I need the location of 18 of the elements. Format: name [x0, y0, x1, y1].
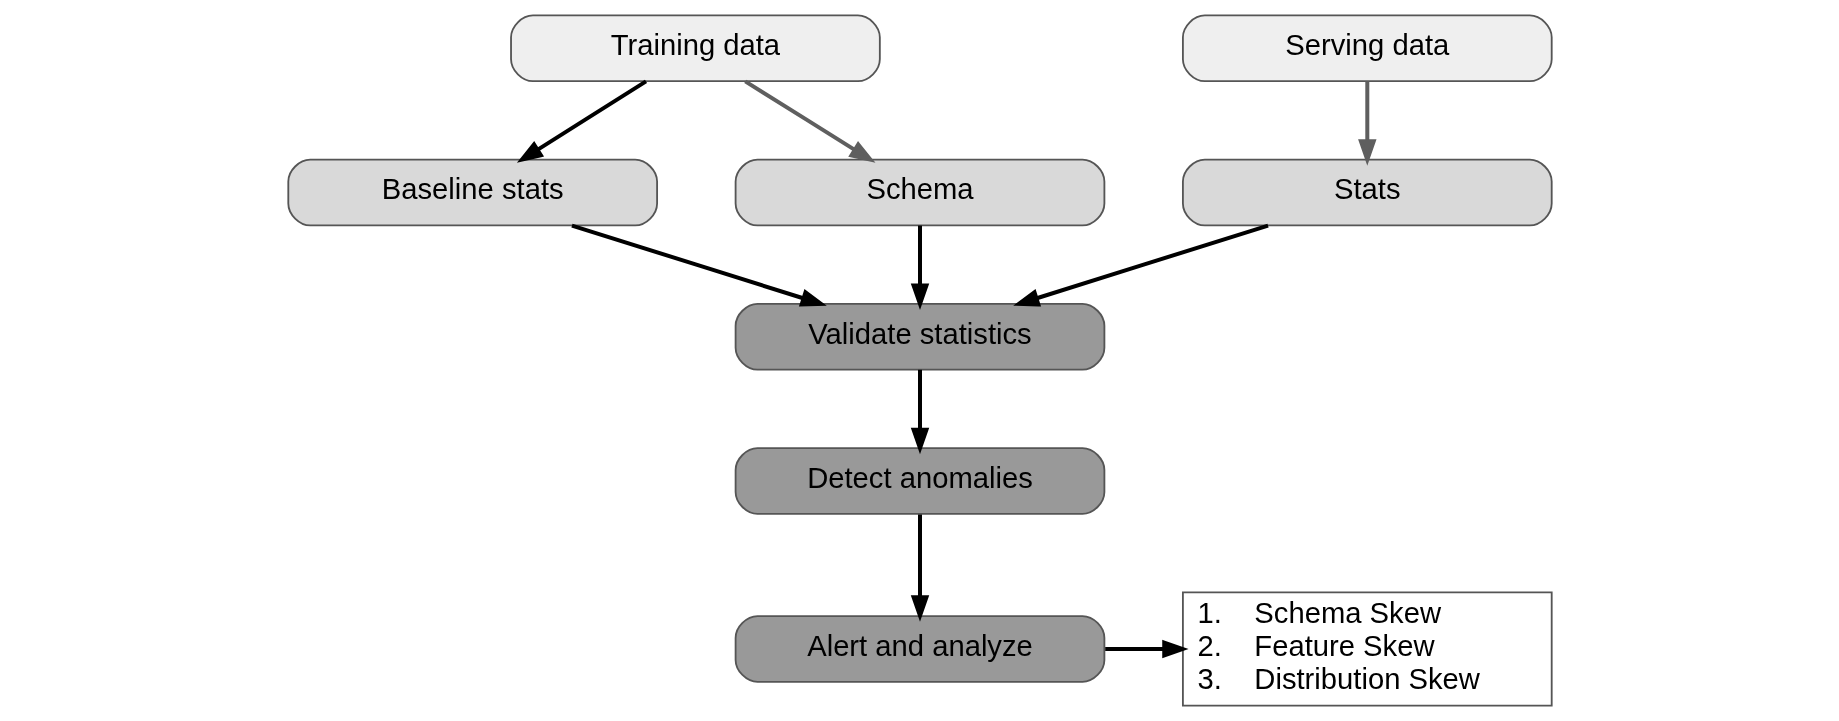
node-box: Serving data [1181, 14, 1553, 83]
node-box: 1. Schema Skew 2. Feature Skew 3. Distribution Skew [1181, 591, 1553, 707]
node-box: Detect anomalies [734, 447, 1105, 515]
node-box: Baseline stats [286, 158, 658, 227]
arrow [516, 79, 647, 163]
node-box: Schema [734, 158, 1105, 227]
arrow [910, 514, 929, 622]
arrow [910, 369, 929, 455]
node-box: Validate statistics [734, 303, 1105, 371]
arrow [1357, 81, 1377, 166]
arrow [570, 223, 827, 307]
arrow [1012, 223, 1269, 307]
node-box: Alert and analyze [734, 615, 1105, 683]
node-box: Stats [1181, 158, 1553, 227]
arrow [743, 79, 875, 163]
node-box: Training data [509, 14, 881, 83]
arrow [1104, 639, 1189, 659]
arrow [910, 225, 929, 310]
